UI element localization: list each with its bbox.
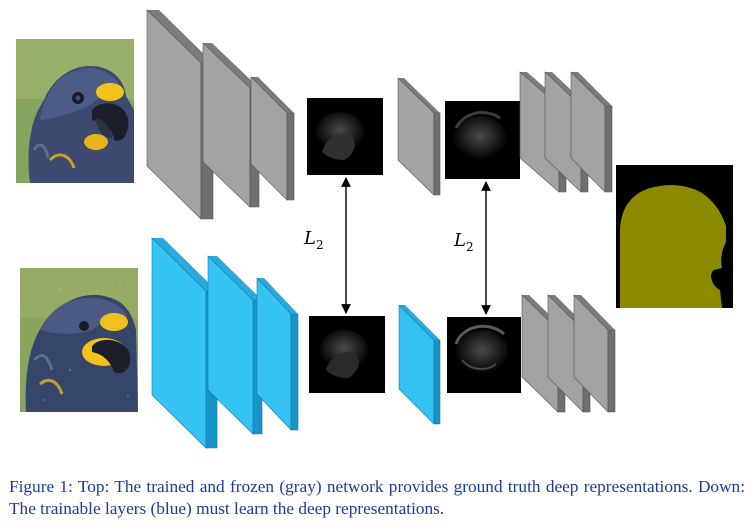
input-image-top	[16, 39, 135, 183]
feature-map-bottom-1	[309, 316, 385, 393]
output-segmentation-mask	[616, 165, 733, 308]
frozen-layer	[250, 76, 295, 201]
network-diagram: L2 L2	[16, 9, 733, 449]
trainable-layer	[151, 237, 218, 449]
l2-label-2: L2	[453, 230, 474, 254]
feature-map-top-2	[445, 101, 520, 179]
trainable-mid-layer	[398, 304, 441, 425]
trainable-encoder-layers	[151, 237, 299, 449]
frozen-decoder-layers-top	[519, 71, 613, 193]
frozen-layer	[570, 71, 613, 193]
trainable-layer	[207, 255, 263, 435]
frozen-mid-layer	[397, 77, 441, 196]
frozen-encoder-layers	[146, 9, 295, 220]
frozen-layer	[146, 9, 214, 220]
trainable-layer	[256, 277, 299, 431]
frozen-layer	[573, 294, 616, 413]
frozen-decoder-layers-bottom	[521, 294, 616, 413]
feature-map-bottom-2	[447, 317, 521, 393]
l2-label-1: L2	[303, 228, 324, 252]
input-image-bottom	[20, 268, 139, 412]
feature-map-top-1	[307, 98, 383, 175]
figure-caption: Figure 1: Top: The trained and frozen (g…	[9, 477, 745, 518]
